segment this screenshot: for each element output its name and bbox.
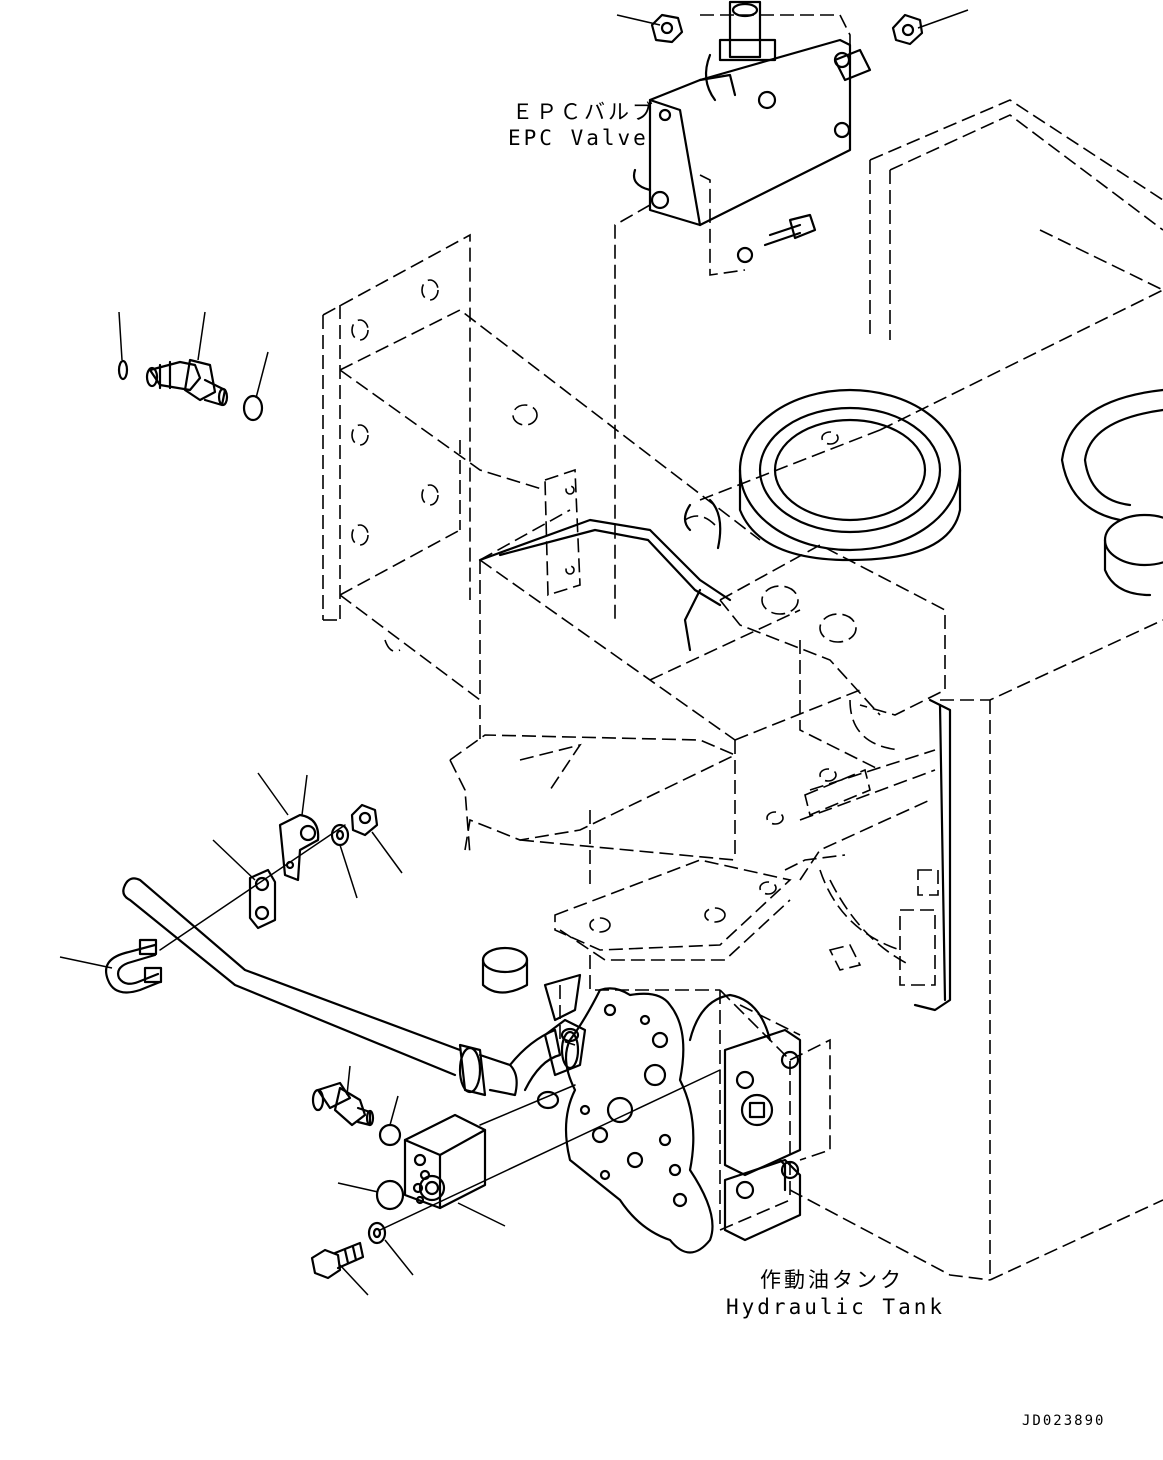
u-bolt [104, 938, 163, 994]
support-bracket [719, 544, 946, 771]
o-ring-lower [378, 1123, 402, 1147]
flange-block [403, 1113, 487, 1210]
hydraulic-tank-outline [699, 99, 1163, 1281]
hex-nut-top-right [891, 13, 924, 46]
tank-filler-neck [738, 388, 962, 562]
o-ring-small [117, 359, 129, 381]
right-side-pipes [799, 431, 952, 1012]
frame-beam [339, 309, 861, 890]
epc-valve-bolt [736, 213, 817, 264]
washer [367, 1221, 387, 1245]
vertical-mounting-plate [322, 233, 471, 621]
epc-valve [614, 0, 852, 620]
hydraulic-tank-label-en: Hydraulic Tank [726, 1295, 946, 1319]
o-ring-large [375, 1179, 405, 1211]
epc-valve-label-jp: ＥＰＣバルブ [512, 100, 656, 124]
hex-nut [350, 803, 379, 837]
bracket-plate [544, 468, 581, 597]
bolt [310, 1241, 365, 1280]
hose-routing-line [478, 498, 732, 652]
epc-valve-label-en: EPC Valve [508, 126, 649, 150]
valve-mounting-plate [554, 768, 931, 961]
leader-lines [59, 9, 969, 1296]
cross-member [449, 734, 737, 856]
straight-fitting [311, 1081, 375, 1127]
hose [122, 877, 587, 1110]
control-valve [481, 946, 831, 1254]
drawing-code: JD023890 [1022, 1413, 1106, 1429]
elbow-fitting [145, 358, 229, 407]
o-ring [242, 394, 264, 422]
valve-side-cover [723, 1028, 802, 1242]
tank-filler-neck-2 [1060, 388, 1163, 597]
elbow-fitting-epc [833, 48, 872, 82]
hex-nut-top-left [650, 13, 684, 44]
hydraulic-tank-label-jp: 作動油タンク [760, 1268, 904, 1292]
clamp [278, 813, 320, 882]
